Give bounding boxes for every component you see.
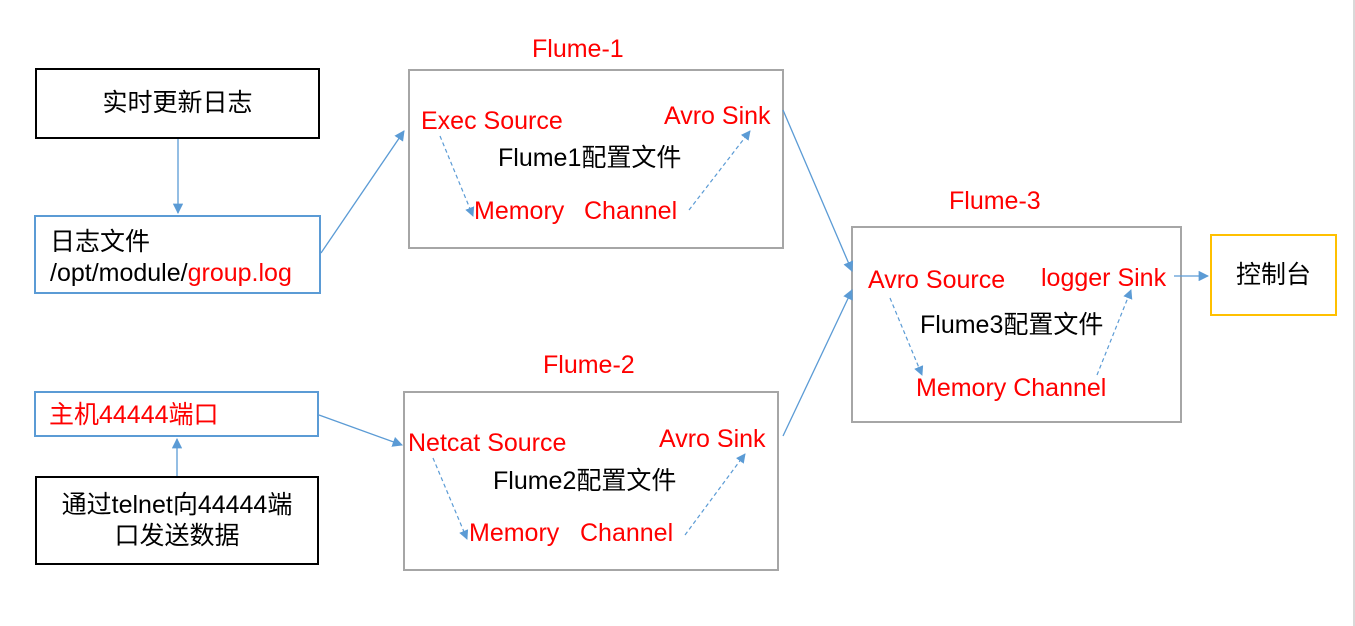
arrow-logfile-to-flume1 xyxy=(320,130,405,254)
flume1-title: Flume-1 xyxy=(532,35,624,63)
flume3-config: Flume3配置文件 xyxy=(920,311,1104,339)
log-file-path: /opt/module/group.log xyxy=(50,258,292,288)
telnet-box: 通过telnet向44444端 口发送数据 xyxy=(35,476,319,565)
log-file-box: 日志文件 /opt/module/group.log xyxy=(34,215,321,294)
flume1-box xyxy=(408,69,784,249)
dash-flume2-channel-to-sink xyxy=(684,453,746,536)
flume3-box xyxy=(851,226,1182,423)
log-file-path-prefix: /opt/module/ xyxy=(50,259,188,287)
flume1-channel: Channel xyxy=(584,197,678,225)
flume3-source: Avro Source xyxy=(868,266,1006,294)
flume2-channel: Channel xyxy=(580,519,674,547)
telnet-line-1: 通过telnet向44444端 xyxy=(61,490,293,519)
dash-flume1-channel-to-sink xyxy=(688,130,751,211)
realtime-log-label: 实时更新日志 xyxy=(102,89,253,117)
console-box: 控制台 xyxy=(1210,234,1337,316)
realtime-log-box: 实时更新日志 xyxy=(35,68,320,139)
arrow-flume1-to-flume3 xyxy=(782,109,854,272)
flume1-source: Exec Source xyxy=(421,107,563,135)
flume1-memory: Memory xyxy=(474,197,565,225)
flume2-title: Flume-2 xyxy=(543,351,635,379)
console-label: 控制台 xyxy=(1235,260,1311,289)
flume1-sink: Avro Sink xyxy=(664,102,771,130)
right-edge-line xyxy=(1353,0,1355,626)
flume2-memory: Memory xyxy=(469,519,560,547)
flume2-box xyxy=(403,391,779,571)
flume2-sink: Avro Sink xyxy=(659,425,766,453)
flume2-config: Flume2配置文件 xyxy=(493,467,677,495)
flume1-config: Flume1配置文件 xyxy=(498,144,682,172)
flume3-channel: Memory Channel xyxy=(916,374,1107,402)
flume2-source: Netcat Source xyxy=(408,429,567,457)
log-file-title: 日志文件 xyxy=(50,228,151,256)
dash-flume3-source-to-channel xyxy=(889,297,924,376)
flume3-sink: logger Sink xyxy=(1041,264,1167,292)
dash-flume1-source-to-memory xyxy=(439,135,475,217)
arrow-hostport-to-flume2 xyxy=(318,414,403,447)
log-file-name: group.log xyxy=(187,259,292,287)
host-port-box: 主机44444端口 xyxy=(34,391,319,437)
arrow-flume2-to-flume3 xyxy=(782,289,853,437)
flume3-title: Flume-3 xyxy=(949,187,1041,215)
host-port-label: 主机44444端口 xyxy=(49,401,219,429)
telnet-line-2: 口发送数据 xyxy=(114,521,240,550)
dash-flume3-channel-to-sink xyxy=(1096,289,1133,376)
dash-flume2-source-to-memory xyxy=(432,457,469,540)
